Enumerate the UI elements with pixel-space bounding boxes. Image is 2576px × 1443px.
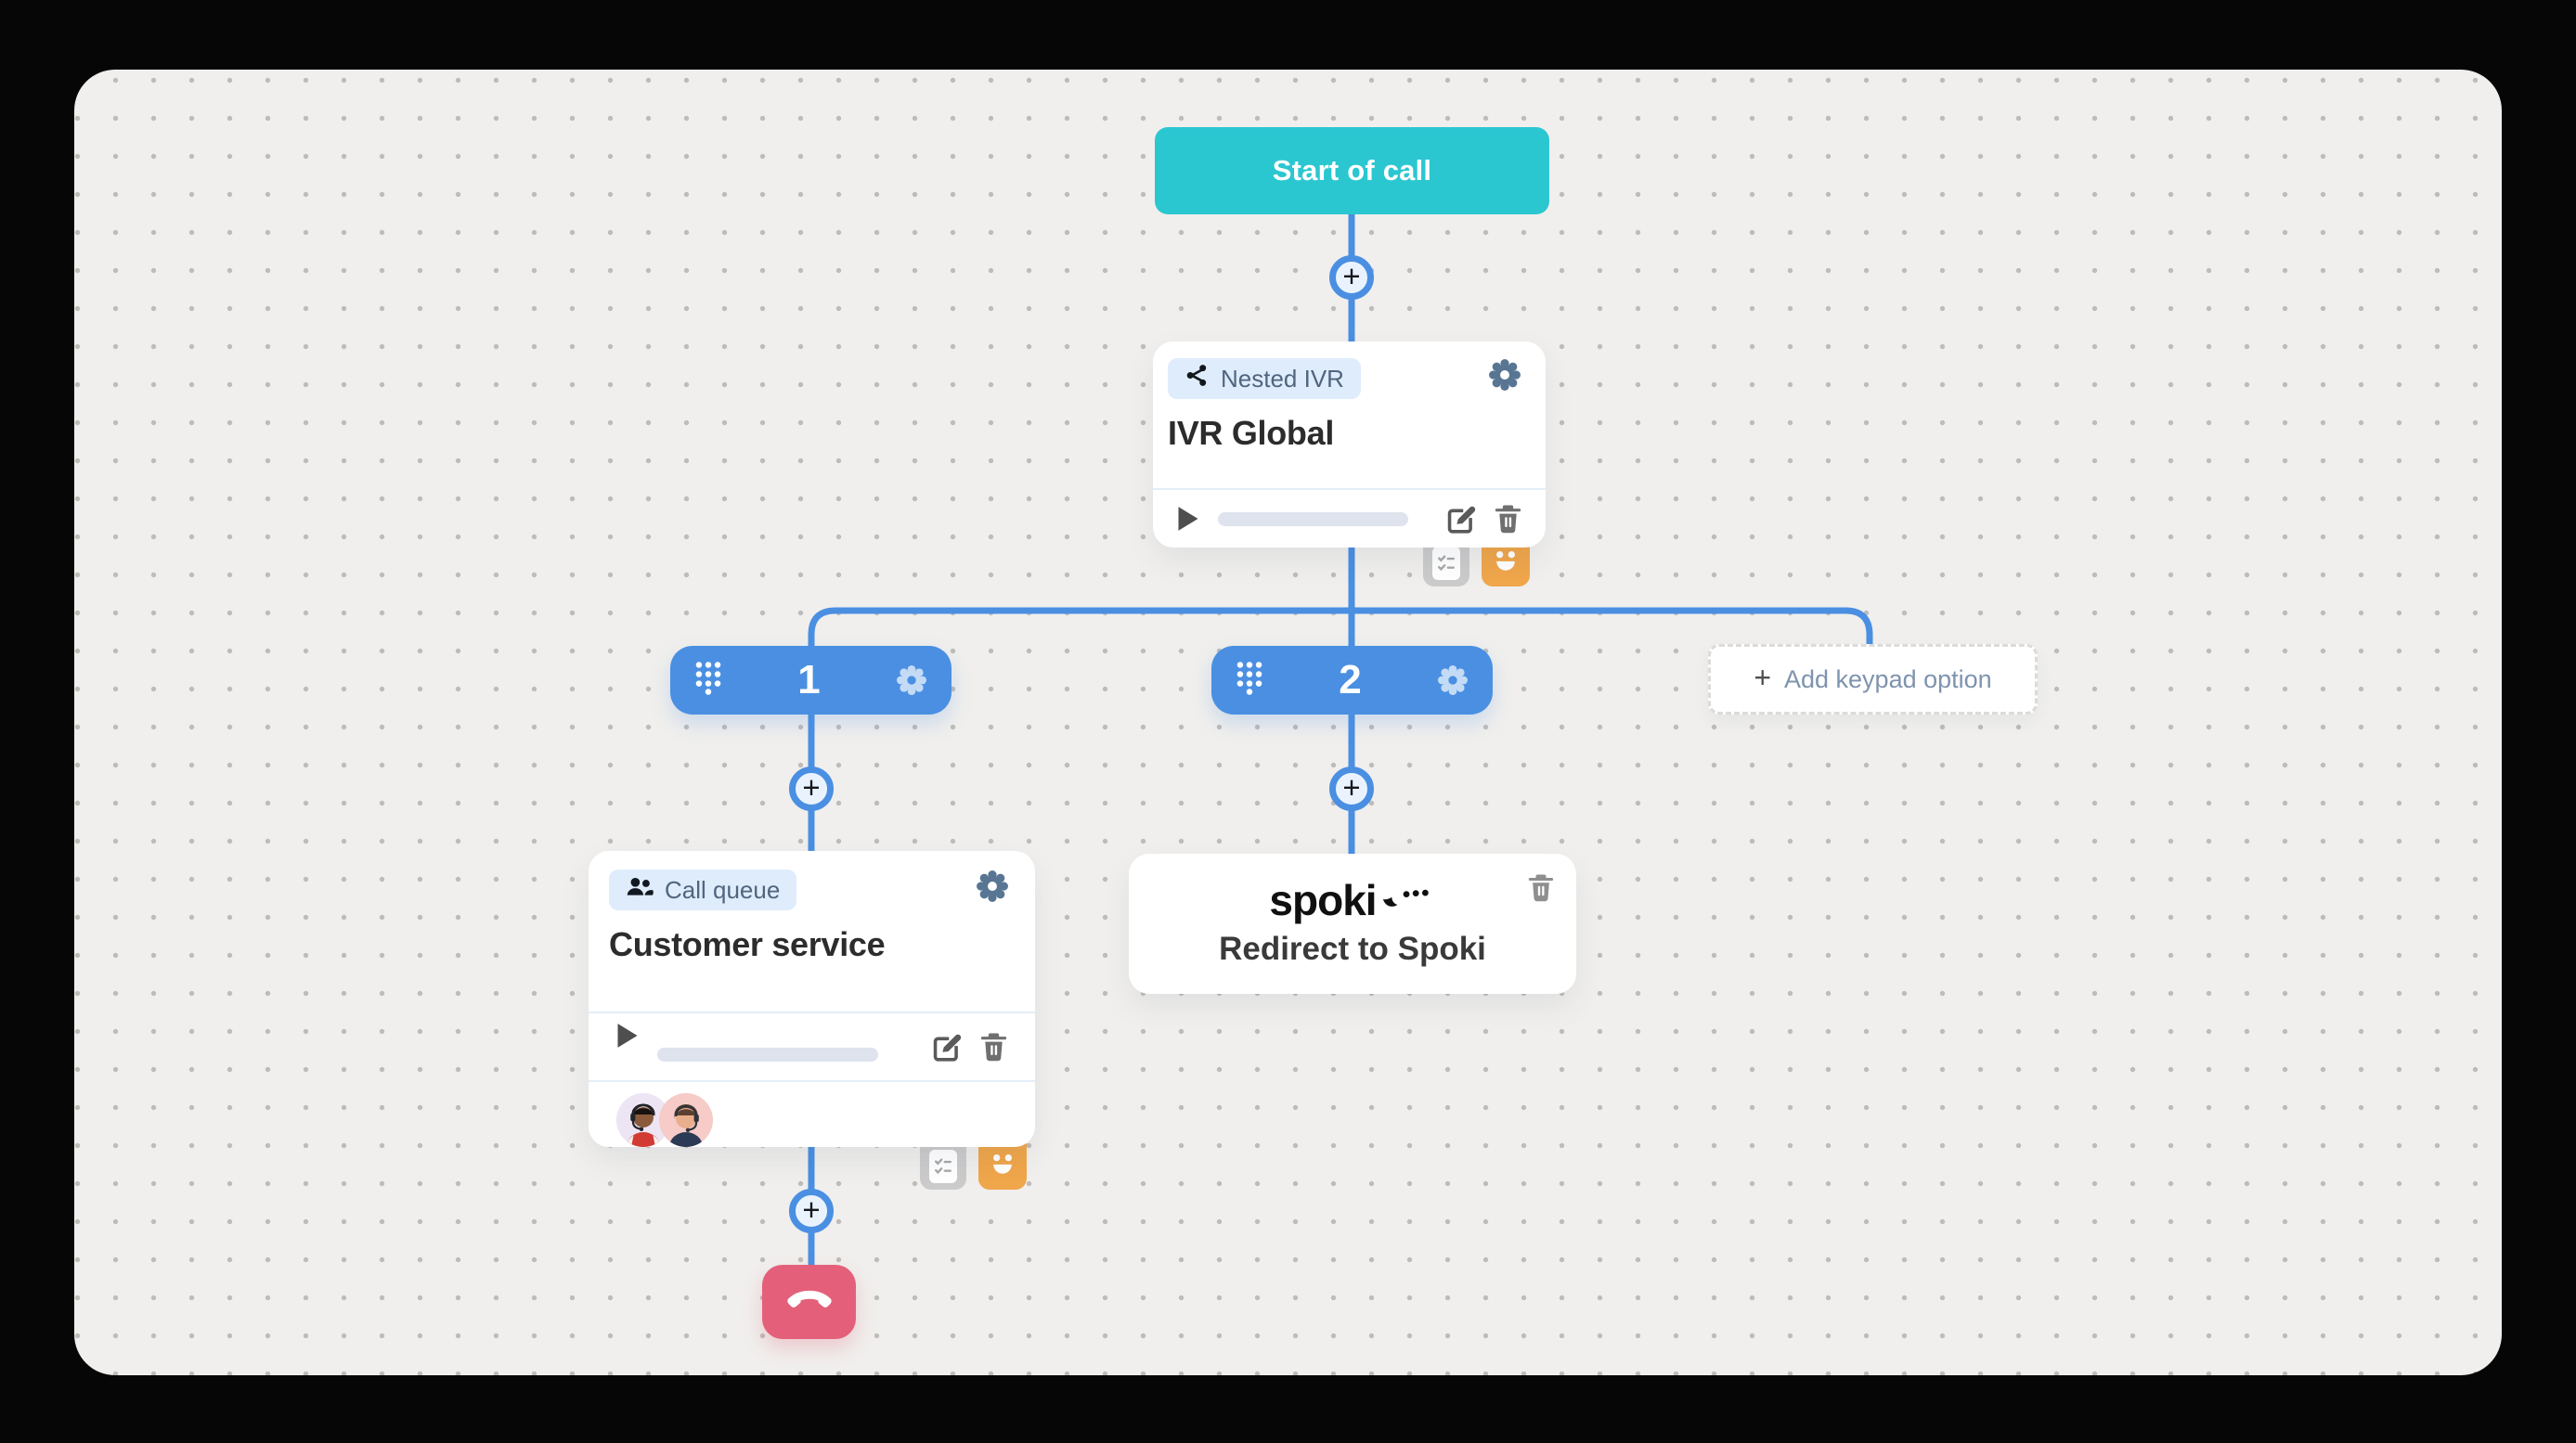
smiley-icon <box>985 1145 1020 1185</box>
node-type-badge: Call queue <box>609 870 797 910</box>
trash-icon[interactable] <box>1495 503 1521 535</box>
survey-icon <box>929 1150 957 1183</box>
spoki-logo-text: spoki <box>1269 875 1377 924</box>
node-title: Customer service <box>609 925 886 963</box>
add-keypad-option-label: Add keypad option <box>1784 664 1992 693</box>
trash-icon[interactable] <box>1528 872 1554 903</box>
plus-icon: + <box>1754 661 1771 694</box>
badge-label: Call queue <box>665 875 781 904</box>
node-title: Redirect to Spoki <box>1219 930 1486 967</box>
add-keypad-option-button[interactable]: + Add keypad option <box>1708 644 2038 715</box>
audio-progress-bar[interactable] <box>1218 511 1408 526</box>
gear-icon[interactable] <box>976 870 1009 903</box>
add-step-button-keypad-2[interactable]: + <box>1329 767 1374 811</box>
audio-progress-bar[interactable] <box>657 1047 878 1062</box>
edit-icon[interactable] <box>1445 504 1476 535</box>
gear-icon[interactable] <box>1488 358 1521 392</box>
edit-icon[interactable] <box>931 1032 962 1063</box>
keypad-icon <box>1236 661 1263 701</box>
node-title: IVR Global <box>1168 414 1335 452</box>
keypad-option-2-node[interactable]: 2 <box>1211 646 1493 715</box>
play-icon[interactable] <box>616 1023 639 1049</box>
add-step-button-keypad-1[interactable]: + <box>789 767 834 811</box>
hangup-node[interactable] <box>762 1265 856 1339</box>
hangup-phone-icon <box>786 1287 832 1317</box>
trash-icon[interactable] <box>980 1031 1007 1063</box>
keypad-icon <box>694 661 722 701</box>
agent-avatar <box>659 1093 713 1147</box>
gear-icon[interactable] <box>896 664 927 696</box>
survey-icon <box>1432 547 1460 580</box>
keypad-option-1-node[interactable]: 1 <box>670 646 951 715</box>
call-queue-card[interactable]: Call queue Customer service <box>589 851 1035 1147</box>
spoki-redirect-card[interactable]: spoki Redirect to Spoki <box>1129 854 1576 994</box>
share-icon <box>1184 363 1210 394</box>
add-step-button-after-start[interactable]: + <box>1329 255 1374 300</box>
keypad-digit: 1 <box>797 657 821 702</box>
start-of-call-node[interactable]: Start of call <box>1155 127 1549 214</box>
users-icon <box>626 875 654 906</box>
keypad-digit: 2 <box>1339 657 1362 702</box>
spoki-logo: spoki <box>1269 875 1435 925</box>
smiley-icon <box>1488 542 1523 582</box>
spoki-logo-mark-icon <box>1379 881 1436 919</box>
add-step-button-after-queue[interactable]: + <box>789 1189 834 1233</box>
flow-canvas[interactable] <box>74 70 2502 1375</box>
queue-agents <box>589 1082 1035 1147</box>
play-icon[interactable] <box>1177 506 1199 532</box>
nested-ivr-card[interactable]: Nested IVR IVR Global <box>1153 341 1546 548</box>
node-type-badge: Nested IVR <box>1168 358 1361 399</box>
badge-label: Nested IVR <box>1221 364 1344 393</box>
gear-icon[interactable] <box>1437 664 1469 696</box>
